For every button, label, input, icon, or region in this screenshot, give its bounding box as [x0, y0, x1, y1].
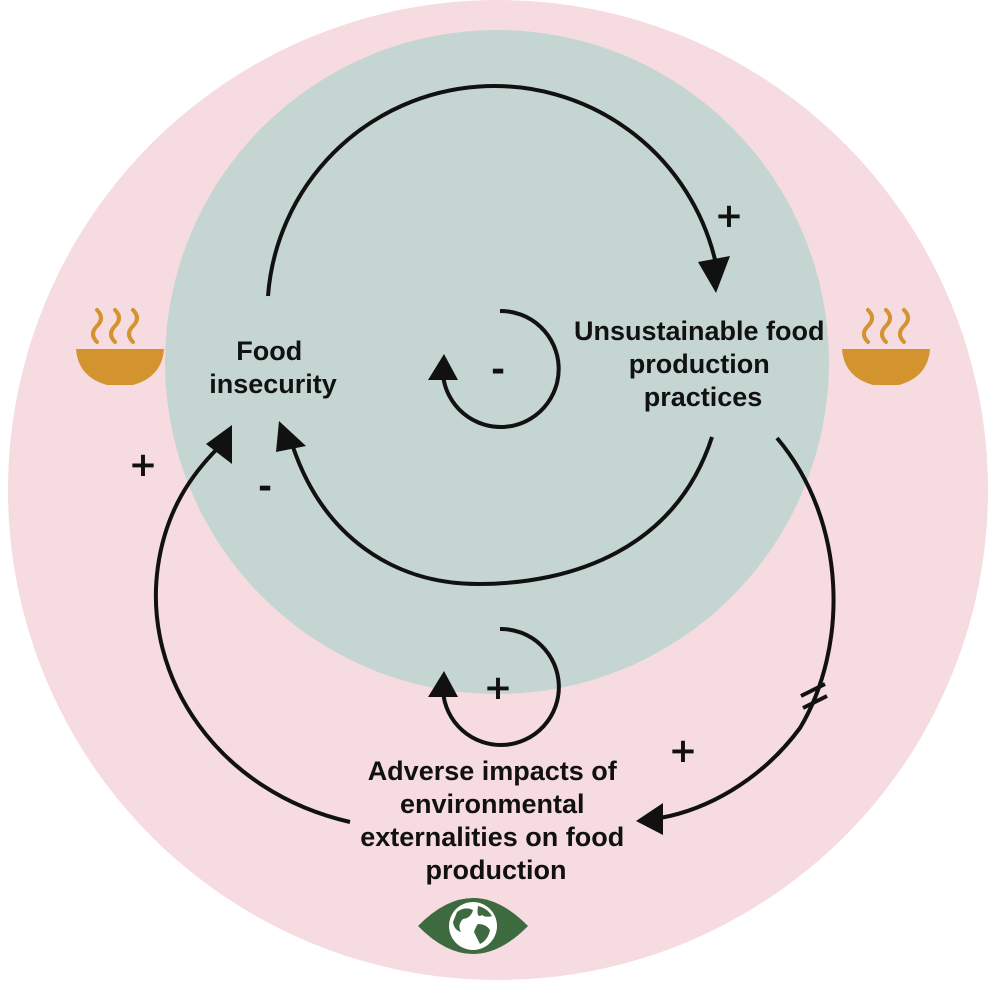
arrow-head	[698, 256, 730, 293]
arrow-middle-return	[291, 436, 714, 587]
polarity-middle-return: -	[258, 467, 272, 507]
globe-eye-icon	[418, 898, 528, 954]
arrow-top-arc	[266, 84, 718, 297]
arrow-head	[276, 421, 306, 452]
inner-circle	[165, 30, 829, 694]
arrow-head	[428, 354, 458, 380]
arrow-bottom-loop	[441, 626, 561, 747]
arrow-head	[636, 803, 663, 835]
bowl-steam-icon	[76, 308, 164, 385]
node-unsustainable-practices: Unsustainable food production practices	[574, 316, 832, 412]
arrow-head	[428, 671, 458, 697]
arrow-head	[206, 425, 232, 464]
polarity-inner-loop: -	[491, 350, 505, 390]
node-food-insecurity: Food insecurity	[209, 336, 337, 399]
arrow-inner-loop	[441, 308, 561, 429]
delay-mark	[802, 694, 828, 710]
arrow-right-outer	[659, 436, 836, 820]
bowl-steam-icon	[842, 308, 930, 385]
polarity-bottom-loop: +	[484, 668, 513, 708]
polarity-top-arc: +	[715, 196, 744, 236]
node-adverse-impacts: Adverse impacts of environmental externa…	[360, 756, 632, 885]
delay-mark	[800, 682, 826, 698]
polarity-right-outer: +	[669, 731, 698, 771]
polarity-left-outer: +	[129, 445, 158, 485]
arrow-left-outer	[153, 446, 351, 824]
